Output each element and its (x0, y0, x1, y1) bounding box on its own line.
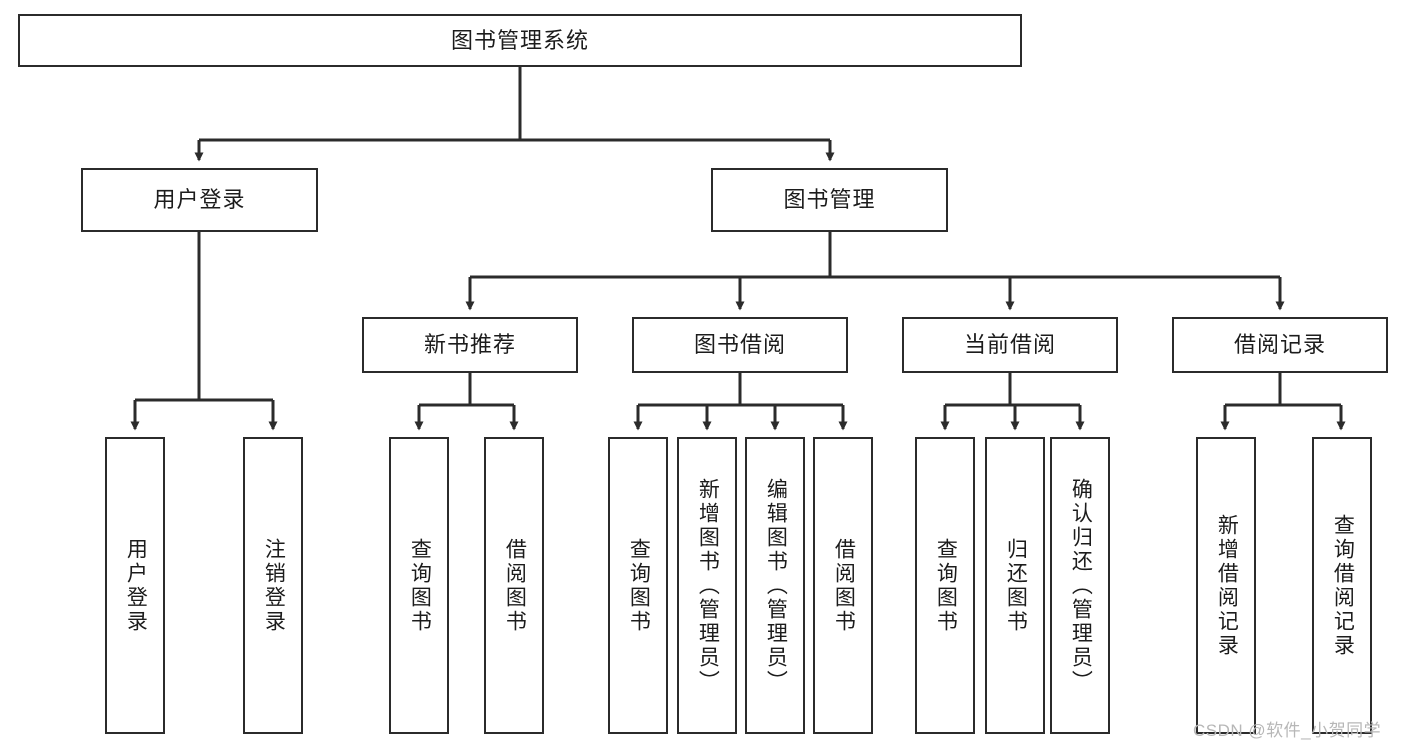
node-new-book-recommendation[interactable]: 新书推荐 (362, 317, 578, 373)
node-label: 查询图书 (408, 537, 432, 634)
leaf-record-add-record[interactable]: 新增借阅记录 (1196, 437, 1256, 734)
node-label: 用户登录 (124, 537, 148, 634)
node-label: 图书管理系统 (450, 27, 589, 53)
node-borrowing-record[interactable]: 借阅记录 (1172, 317, 1388, 373)
node-label: 查询图书 (627, 537, 651, 634)
leaf-current-query-book[interactable]: 查询图书 (915, 437, 975, 734)
node-label: 借阅记录 (1233, 332, 1326, 358)
node-label: 确认归还（管理员） (1069, 477, 1093, 694)
leaf-borrow-add-book-admin[interactable]: 新增图书（管理员） (677, 437, 737, 734)
node-label: 新增图书（管理员） (696, 477, 720, 694)
leaf-new-book-borrow-book[interactable]: 借阅图书 (484, 437, 544, 734)
leaf-new-book-query-book[interactable]: 查询图书 (389, 437, 449, 734)
node-label: 注销登录 (262, 537, 286, 634)
leaf-borrow-borrow-book[interactable]: 借阅图书 (813, 437, 873, 734)
node-label: 图书借阅 (693, 332, 786, 358)
node-label: 借阅图书 (832, 537, 856, 634)
leaf-user-login-signin[interactable]: 用户登录 (105, 437, 165, 734)
node-label: 图书管理 (783, 187, 876, 213)
leaf-borrow-edit-book-admin[interactable]: 编辑图书（管理员） (745, 437, 805, 734)
node-current-borrowing[interactable]: 当前借阅 (902, 317, 1118, 373)
node-label: 查询图书 (934, 537, 958, 634)
node-book-borrowing[interactable]: 图书借阅 (632, 317, 848, 373)
node-label: 新书推荐 (423, 332, 516, 358)
node-user-login[interactable]: 用户登录 (81, 168, 318, 232)
node-root-library-system[interactable]: 图书管理系统 (18, 14, 1022, 67)
leaf-record-query-record[interactable]: 查询借阅记录 (1312, 437, 1372, 734)
node-label: 编辑图书（管理员） (764, 477, 788, 694)
node-label: 新增借阅记录 (1215, 513, 1239, 658)
leaf-current-return-book[interactable]: 归还图书 (985, 437, 1045, 734)
node-label: 当前借阅 (963, 332, 1056, 358)
node-book-management[interactable]: 图书管理 (711, 168, 948, 232)
node-label: 归还图书 (1004, 537, 1028, 634)
leaf-current-confirm-return-admin[interactable]: 确认归还（管理员） (1050, 437, 1110, 734)
node-label: 用户登录 (153, 187, 246, 213)
node-label: 查询借阅记录 (1331, 513, 1355, 658)
node-label: 借阅图书 (503, 537, 527, 634)
leaf-borrow-query-book[interactable]: 查询图书 (608, 437, 668, 734)
leaf-user-login-signout[interactable]: 注销登录 (243, 437, 303, 734)
